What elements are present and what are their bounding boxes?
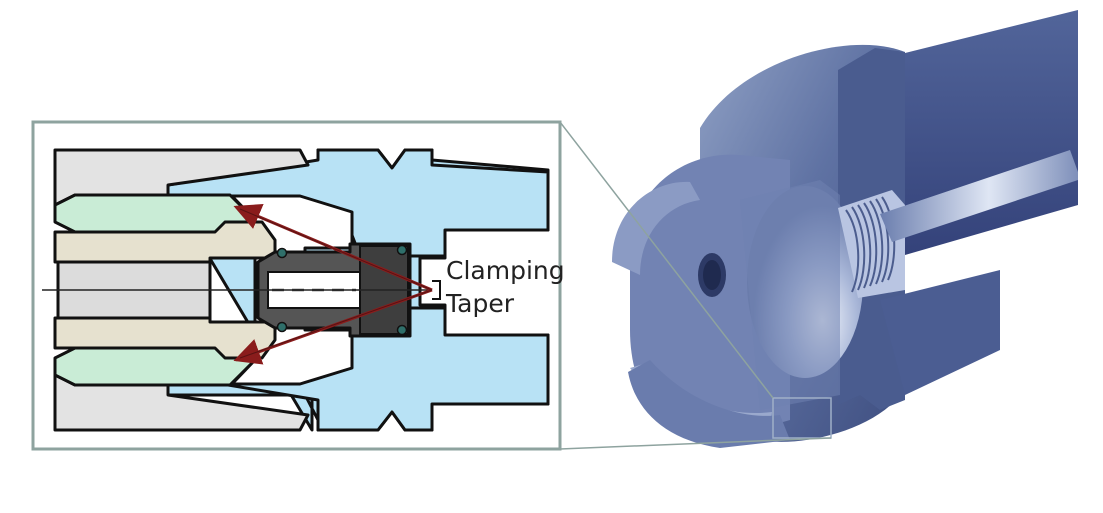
o-ring-top-right: [396, 244, 408, 256]
front-ring: [612, 181, 700, 275]
o-ring-bottom-left: [276, 321, 288, 333]
cross-section-inset: [31, 120, 562, 451]
o-ring-bottom-right: [396, 324, 408, 336]
toolholder-3d-cutaway: [612, 10, 1078, 448]
label-bracket: [432, 280, 441, 300]
arrow-edges: [239, 208, 433, 359]
taper-label: Taper: [446, 289, 514, 318]
radial-hole-inner: [703, 260, 721, 290]
flange-lower-step: [880, 270, 1000, 395]
inner-stem: [880, 150, 1078, 242]
o-ring-top-left: [276, 247, 288, 259]
lower-jaw: [628, 360, 790, 448]
zoom-connector-lines: [559, 121, 832, 450]
clamping-label: Clamping: [446, 256, 565, 285]
hub-step: [740, 180, 840, 410]
thread-lines: [845, 196, 896, 293]
detail-region-box: [772, 397, 832, 439]
